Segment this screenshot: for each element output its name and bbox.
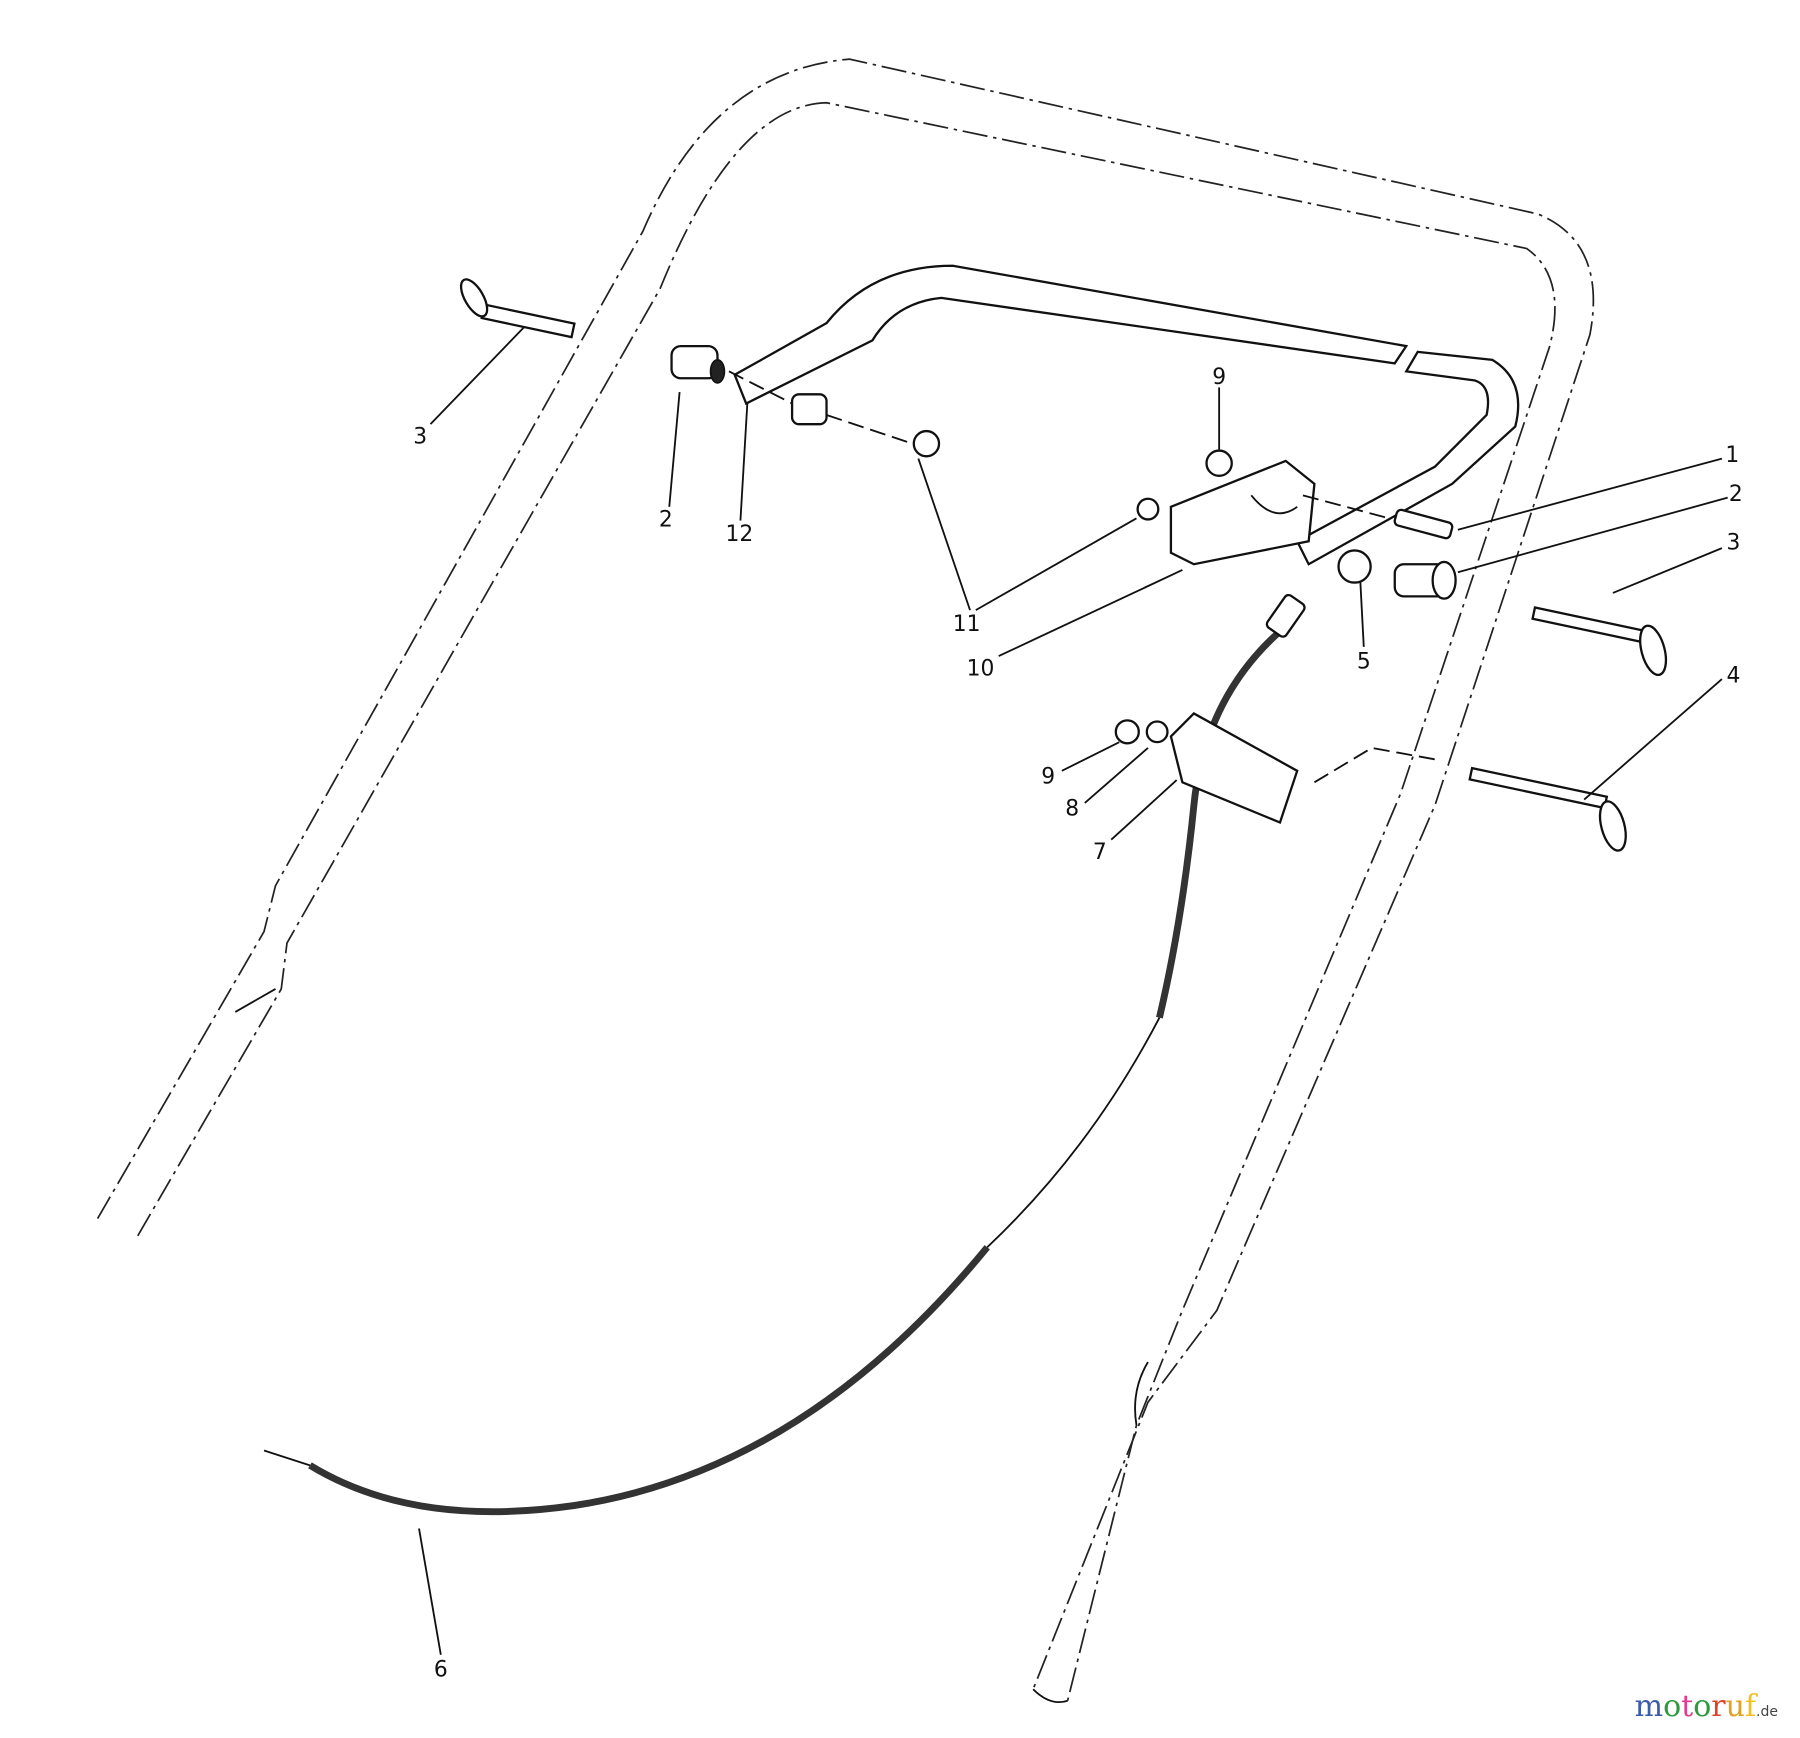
lower-handle-outline [96, 58, 1595, 1690]
callout-6: 6 [434, 1658, 448, 1683]
watermark-letter: o [1693, 1689, 1712, 1724]
callout-2-right: 2 [1729, 482, 1743, 507]
cable-wire [263, 1017, 1161, 1467]
cable-6 [308, 1245, 990, 1516]
callout-4: 4 [1727, 663, 1741, 688]
cable-upper [1156, 618, 1294, 1019]
handle-tube-end [1032, 1688, 1068, 1704]
watermark-suffix: .de [1756, 1704, 1778, 1720]
watermark-logo: motoruf.de [1635, 1689, 1778, 1724]
spacer-5 [1337, 549, 1372, 584]
cable-clamp-7 [1169, 712, 1299, 825]
carriage-bolt-4 [1468, 766, 1627, 852]
callout-9-lower: 9 [1041, 764, 1055, 789]
washer-11-right [1136, 497, 1160, 521]
watermark-letter: f [1744, 1689, 1757, 1724]
callout-5: 5 [1357, 650, 1371, 675]
watermark-letter: m [1634, 1689, 1664, 1724]
watermark-letter: t [1681, 1689, 1694, 1724]
callout-3-right: 3 [1727, 530, 1741, 555]
callout-9-top: 9 [1212, 365, 1226, 390]
leader-lines [418, 325, 1728, 1655]
carriage-bolt-3-right [1531, 606, 1668, 677]
callout-10: 10 [967, 657, 995, 682]
washer-8 [1145, 720, 1169, 744]
bail-right-arm [1295, 350, 1520, 566]
bushing-2-left [670, 344, 726, 384]
nut-11-left [912, 429, 941, 458]
handle-bend [234, 988, 1149, 1426]
callout-8: 8 [1065, 797, 1079, 822]
nut-9-lower [1114, 719, 1140, 745]
cable-end-fitting [1265, 593, 1306, 638]
carriage-bolt-3-left [459, 278, 576, 339]
lower-handle-inner [137, 101, 1556, 1701]
callout-7: 7 [1093, 840, 1107, 865]
watermark-letter: r [1711, 1689, 1726, 1724]
bracket-hook [1250, 494, 1298, 515]
alignment-lines [728, 370, 1436, 784]
callout-3-left: 3 [413, 425, 427, 450]
watermark-brand: motoruf [1635, 1689, 1756, 1724]
watermark-letter: o [1663, 1689, 1682, 1724]
spacer-12 [790, 393, 828, 426]
bail-bar [733, 264, 1409, 406]
bracket-10 [1169, 459, 1316, 566]
callout-11: 11 [953, 612, 981, 637]
watermark-letter: u [1725, 1689, 1745, 1724]
bushing-2-right [1393, 560, 1457, 600]
callout-12: 12 [726, 522, 754, 547]
nut-9-top [1205, 449, 1233, 477]
bolt-1 [1393, 508, 1454, 540]
callout-1: 1 [1725, 443, 1739, 468]
callout-2-left: 2 [659, 507, 673, 532]
